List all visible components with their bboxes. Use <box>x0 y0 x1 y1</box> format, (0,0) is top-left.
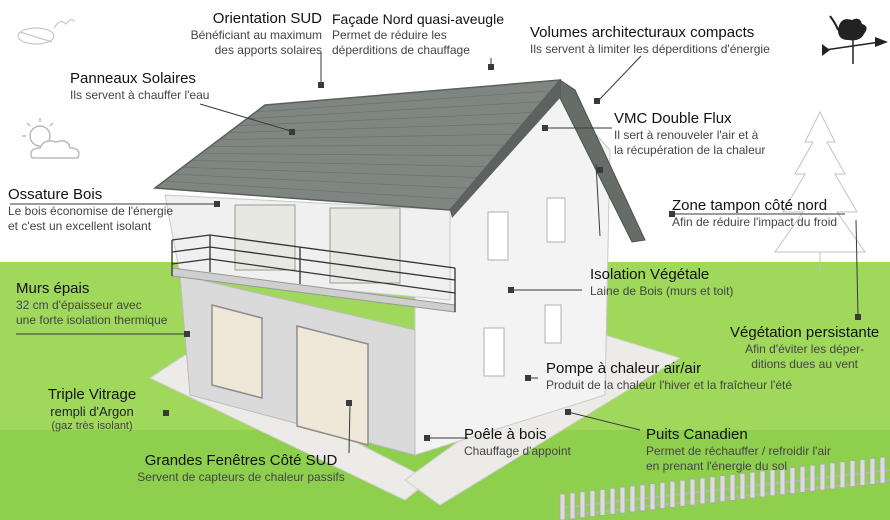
fence-post <box>610 488 615 514</box>
gable-window-2 <box>547 198 565 242</box>
fence-post <box>870 458 875 484</box>
label-desc-line: Produit de la chaleur l'hiver et la fraî… <box>546 378 792 393</box>
label-desc-line: Chauffage d'appoint <box>464 444 571 459</box>
fence-post <box>860 460 865 486</box>
fence-post <box>600 489 605 515</box>
label-desc-line: Ils servent à chauffer l'eau <box>70 88 209 103</box>
fence-post <box>840 462 845 488</box>
label-desc-line: 32 cm d'épaisseur avec <box>16 298 167 313</box>
fence-post <box>640 485 645 511</box>
label-desc-line: Servent de capteurs de chaleur passifs <box>126 470 356 485</box>
fence-post <box>560 494 565 520</box>
fence-post <box>850 461 855 487</box>
label-desc-line: Afin d'éviter les déper- <box>730 342 879 357</box>
sun-cloud-icon <box>22 118 79 158</box>
fence-post <box>730 474 735 500</box>
label-desc-line: en prenant l'énergie du sol <box>646 459 831 474</box>
gable-window-3 <box>484 328 504 376</box>
fence-post <box>620 487 625 513</box>
label-title: VMC Double Flux <box>614 110 765 128</box>
label-grandes-fenetres: Grandes Fenêtres Côté SUD Servent de cap… <box>126 452 356 485</box>
fence-post <box>720 476 725 502</box>
label-title: Poêle à bois <box>464 426 571 444</box>
fence-post <box>650 484 655 510</box>
fence-post <box>750 472 755 498</box>
fence-post <box>630 486 635 512</box>
label-desc-line: Laine de Bois (murs et toit) <box>590 284 733 299</box>
fence-post <box>700 478 705 504</box>
wind-swirl-icon <box>18 19 74 44</box>
label-title: Végétation persistante <box>730 324 879 342</box>
label-orientation-sud: Orientation SUD Bénéficiant au maximum d… <box>191 10 322 58</box>
label-title: Ossature Bois <box>8 186 173 204</box>
label-desc-line: Ils servent à limiter les déperditions d… <box>530 42 770 57</box>
fence-post <box>690 479 695 505</box>
label-triple-vitrage: Triple Vitrage rempli d'Argon (gaz très … <box>22 386 162 434</box>
label-desc-line: Bénéficiant au maximum <box>191 28 322 43</box>
label-murs-epais: Murs épais 32 cm d'épaisseur avec une fo… <box>16 280 167 328</box>
label-desc-line: (gaz très isolant) <box>22 419 162 434</box>
label-title: Façade Nord quasi-aveugle <box>332 10 504 28</box>
fence-post <box>680 480 685 506</box>
lower-window-left <box>212 305 262 398</box>
label-title: Orientation SUD <box>191 10 322 28</box>
label-ossature-bois: Ossature Bois Le bois économise de l'éne… <box>8 186 173 234</box>
fence-post <box>660 483 665 509</box>
label-title: Murs épais <box>16 280 167 298</box>
label-title: Panneaux Solaires <box>70 70 209 88</box>
upper-window-left <box>235 205 295 270</box>
label-desc-line: des apports solaires <box>191 43 322 58</box>
fence-post <box>740 473 745 499</box>
fence-post <box>590 491 595 517</box>
fence-post <box>570 493 575 519</box>
label-desc-line: Permet de réchauffer / refroidir l'air <box>646 444 831 459</box>
label-title: Volumes architecturaux compacts <box>530 24 770 42</box>
label-volumes-compacts: Volumes architecturaux compacts Ils serv… <box>530 24 770 57</box>
fence-post <box>880 457 885 483</box>
label-desc-line: Permet de réduire les <box>332 28 504 43</box>
lower-window-right <box>297 326 368 445</box>
label-desc-line: une forte isolation thermique <box>16 313 167 328</box>
label-poele-bois: Poêle à bois Chauffage d'appoint <box>464 426 571 459</box>
label-isolation-vegetale: Isolation Végétale Laine de Bois (murs e… <box>590 266 733 299</box>
label-desc-line: Il sert à renouveler l'air et à <box>614 128 765 143</box>
label-desc-line: Afin de réduire l'impact du froid <box>672 215 837 230</box>
label-facade-nord: Façade Nord quasi-aveugle Permet de rédu… <box>332 10 504 58</box>
label-title: Isolation Végétale <box>590 266 733 284</box>
label-desc-line: déperditions de chauffage <box>332 43 504 58</box>
label-zone-tampon: Zone tampon côté nord Afin de réduire l'… <box>672 197 837 230</box>
label-puits-canadien: Puits Canadien Permet de réchauffer / re… <box>646 426 831 474</box>
fence-post <box>580 492 585 518</box>
label-title: Grandes Fenêtres Côté SUD <box>126 452 356 470</box>
label-desc-line: rempli d'Argon <box>22 404 162 419</box>
label-desc-line: Le bois économise de l'énergie <box>8 204 173 219</box>
label-title: Puits Canadien <box>646 426 831 444</box>
gable-window-4 <box>545 305 561 343</box>
label-title: Pompe à chaleur air/air <box>546 360 792 378</box>
label-vmc-double-flux: VMC Double Flux Il sert à renouveler l'a… <box>614 110 765 158</box>
fence-post <box>670 481 675 507</box>
label-title: Zone tampon côté nord <box>672 197 837 215</box>
label-panneaux-solaires: Panneaux Solaires Ils servent à chauffer… <box>70 70 209 103</box>
fence-post <box>710 477 715 503</box>
label-desc-line: la récupération de la chaleur <box>614 143 765 158</box>
label-title: Triple Vitrage <box>22 386 162 404</box>
rooster-weathervane-icon <box>822 16 888 64</box>
label-pompe-chaleur: Pompe à chaleur air/air Produit de la ch… <box>546 360 792 393</box>
fence-post <box>760 471 765 497</box>
pine-tree-icon <box>775 112 865 272</box>
gable-window-1 <box>488 212 508 260</box>
label-desc-line: et c'est un excellent isolant <box>8 219 173 234</box>
